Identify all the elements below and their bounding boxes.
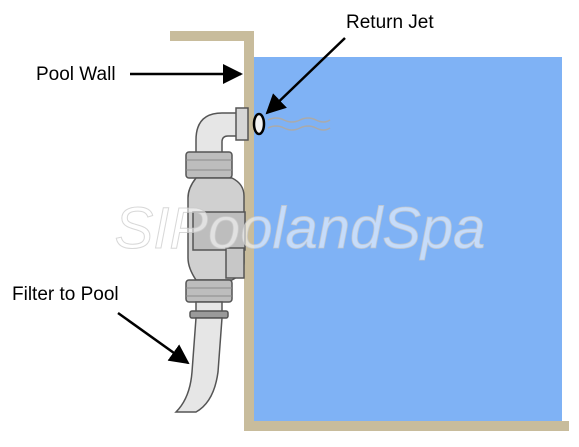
lower-union-nut <box>185 279 233 303</box>
return-jet-eyeball <box>252 112 266 136</box>
water-flow-ripples <box>267 117 331 131</box>
filter-to-pool-label: Filter to Pool <box>12 284 119 305</box>
hose-clamp <box>189 310 229 319</box>
filter-to-pool-arrow-icon <box>117 311 190 365</box>
valve-collar <box>192 211 246 251</box>
pool-wall-top-lip <box>170 31 254 41</box>
pool-floor <box>244 421 569 431</box>
pool-wall <box>170 31 569 431</box>
pool-wall-vertical <box>244 31 254 431</box>
return-jet-arrow-icon <box>265 37 346 115</box>
return-jet-fitting <box>252 112 266 136</box>
wall-fitting <box>235 107 249 141</box>
upper-union-nut <box>185 151 233 179</box>
plumbing-assembly <box>174 107 249 413</box>
valve-side-cap <box>225 247 245 279</box>
flex-hose <box>174 317 223 413</box>
return-jet-label: Return Jet <box>346 12 434 33</box>
watermark: SIPoolandSpa <box>115 196 486 261</box>
pool-wall-label: Pool Wall <box>36 64 116 85</box>
